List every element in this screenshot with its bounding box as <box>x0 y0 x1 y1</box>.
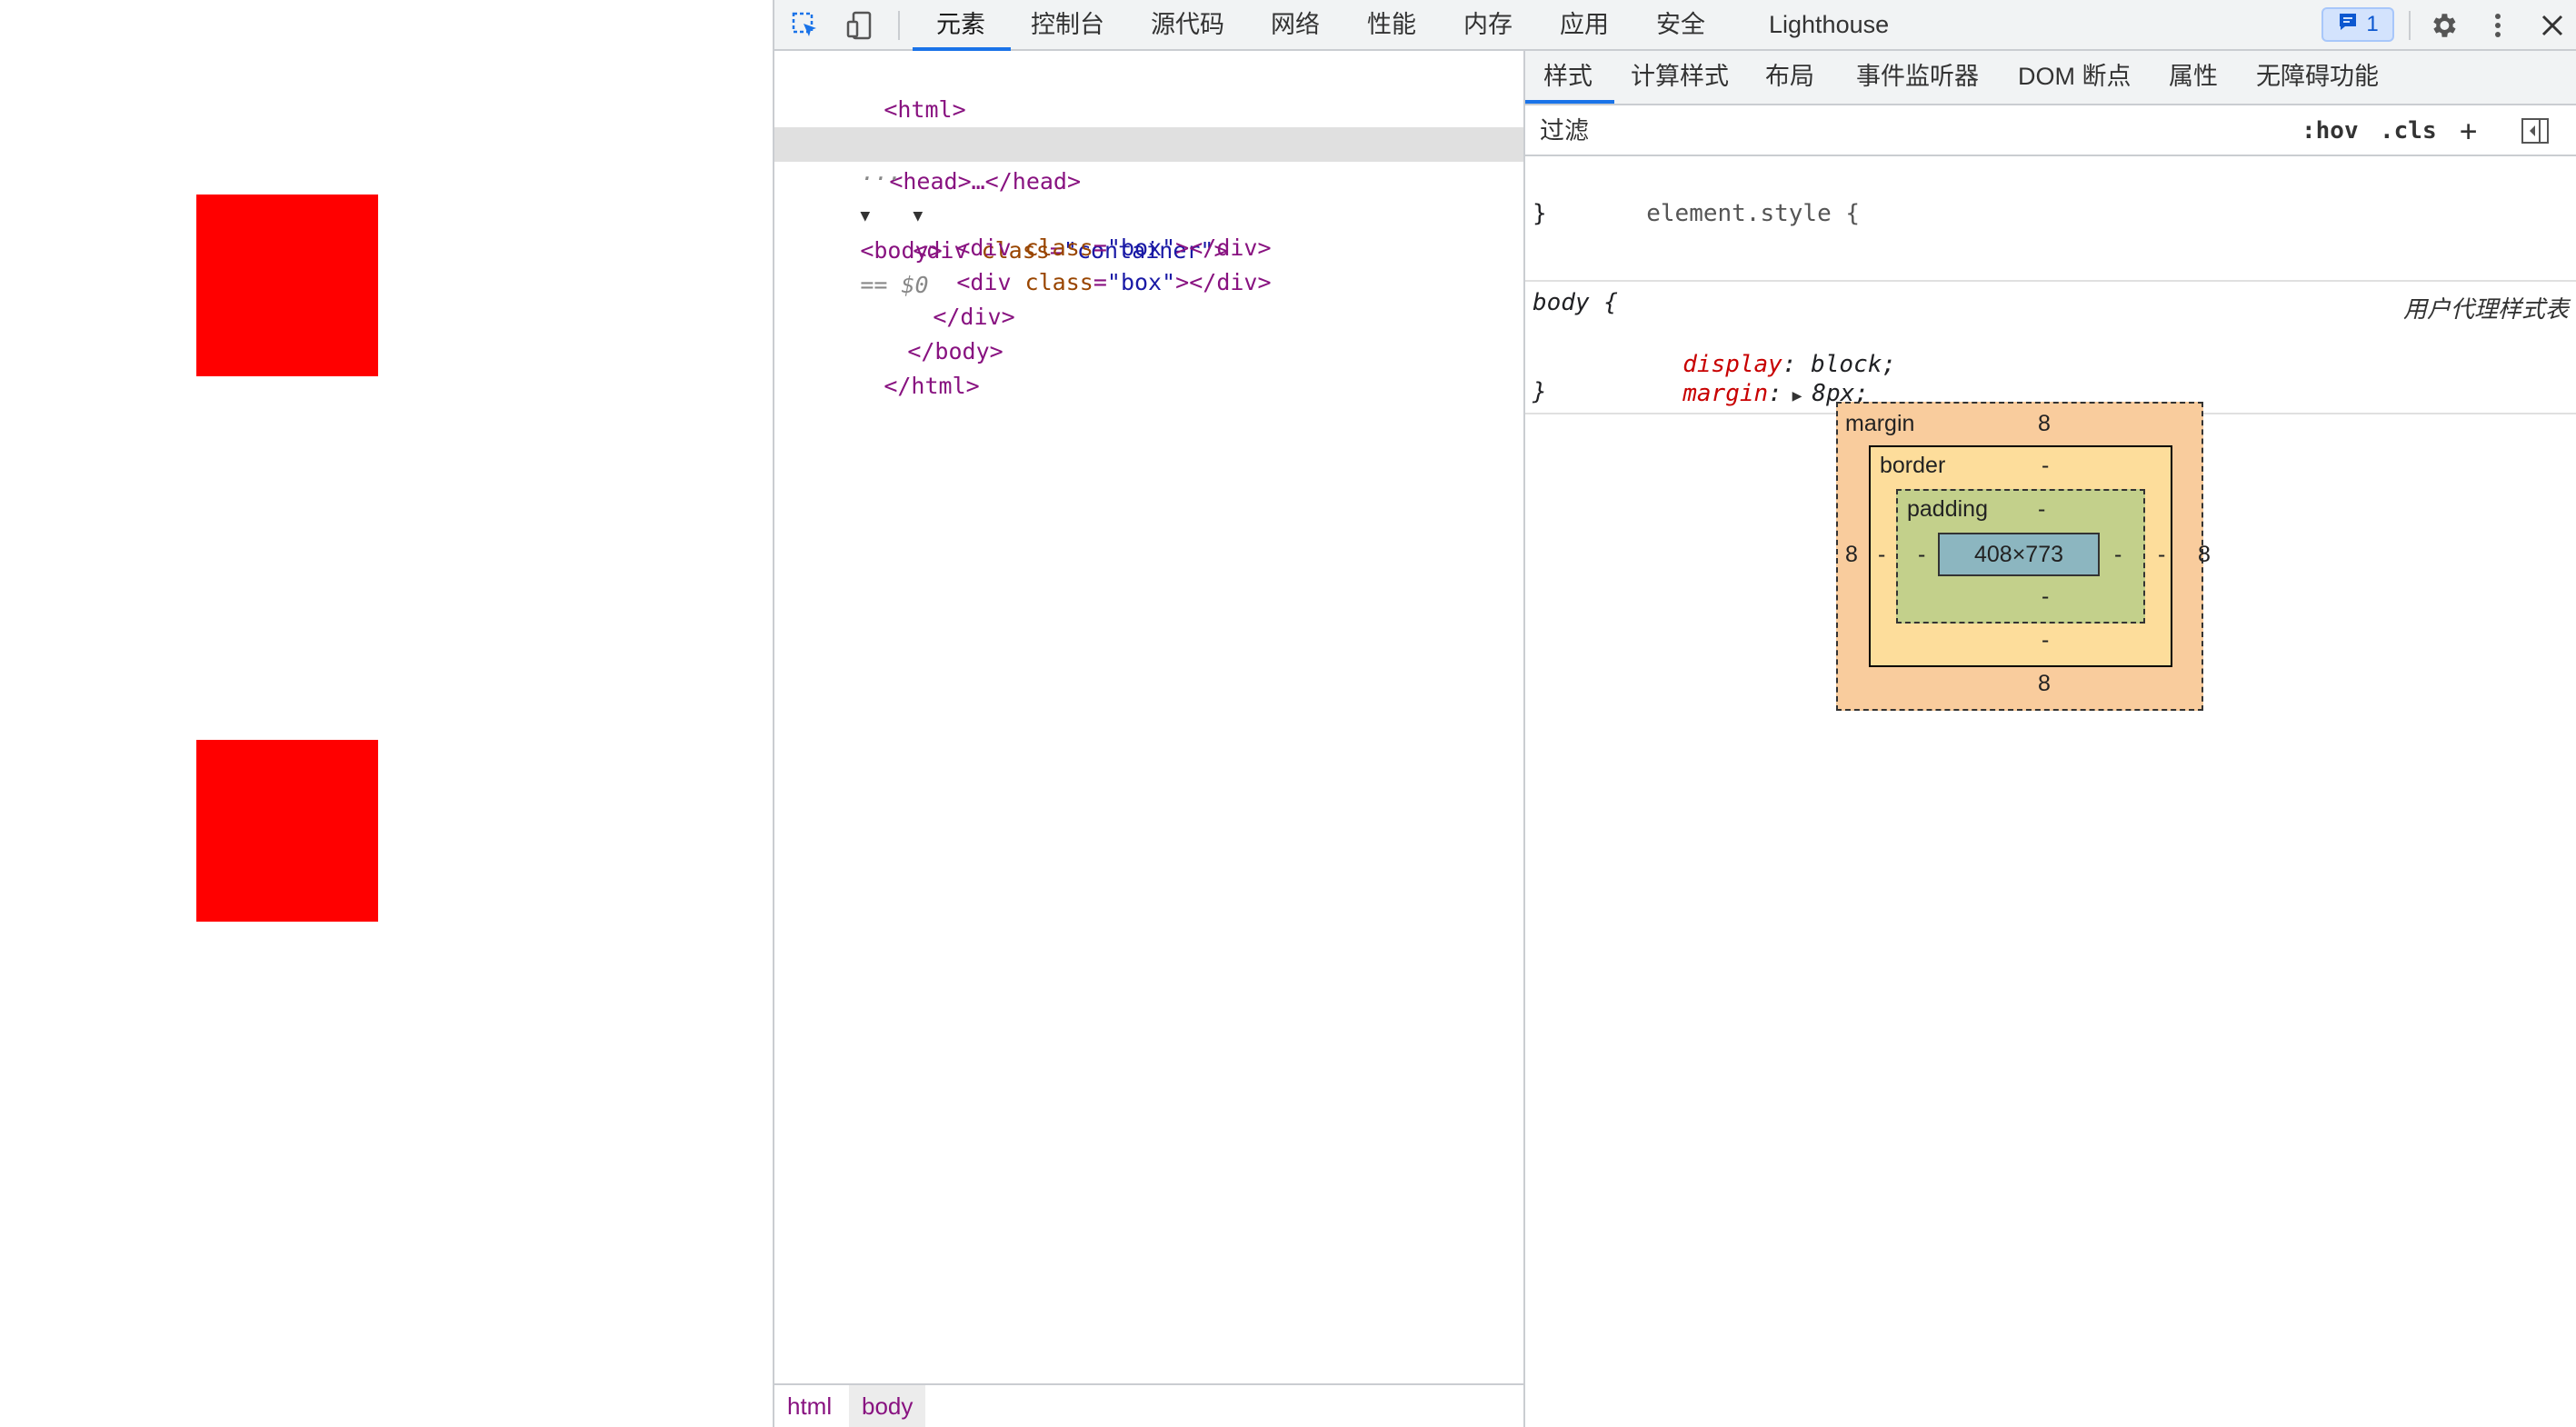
panel-splitter[interactable] <box>1523 51 1525 1427</box>
padding-label: padding <box>1907 496 1988 522</box>
issues-button[interactable]: 1 <box>2321 7 2394 42</box>
subtab-accessibility[interactable]: 无障碍功能 <box>2256 63 2379 90</box>
inspect-icon[interactable] <box>787 7 824 44</box>
rule-element-style: element.style { } <box>1525 158 2576 282</box>
padding-right-value[interactable]: - <box>2114 542 2122 567</box>
dom-node-body-end[interactable]: </body> <box>907 338 1003 364</box>
padding-bottom-value[interactable]: - <box>2042 584 2050 609</box>
body-rule-close: } <box>1533 378 1547 405</box>
dom-node-container[interactable]: ▼ <div class="container"> <box>913 206 1228 264</box>
subtab-dom-breakpoints[interactable]: DOM 断点 <box>2018 63 2132 90</box>
red-box-1 <box>196 195 378 376</box>
margin-right-value[interactable]: 8 <box>2198 542 2211 567</box>
margin-label: margin <box>1845 411 1915 436</box>
subtab-properties[interactable]: 属性 <box>2169 63 2218 90</box>
subtab-styles[interactable]: 样式 <box>1543 63 1593 90</box>
styles-sidebar: 样式 计算样式 布局 事件监听器 DOM 断点 属性 无障碍功能 :hov .c… <box>1525 51 2576 1427</box>
border-top-value[interactable]: - <box>2042 453 2050 478</box>
dom-node-body-selected[interactable]: ··· ▼ <body> == $0 <box>774 127 1523 298</box>
breadcrumb-body[interactable]: body <box>849 1385 926 1427</box>
tab-application[interactable]: 应用 <box>1560 11 1609 38</box>
user-agent-stylesheet-label: 用户代理样式表 <box>2402 295 2569 323</box>
padding-left-value[interactable]: - <box>1918 542 1926 567</box>
devtools-toolbar: 元素 控制台 源代码 网络 性能 内存 应用 安全 Lighthouse 1 <box>774 0 2576 51</box>
expand-triangle-icon[interactable]: ▶ <box>1782 386 1812 405</box>
dom-node-html-end[interactable]: </html> <box>884 373 980 399</box>
close-icon[interactable] <box>2534 7 2571 44</box>
border-left-value[interactable]: - <box>1878 542 1886 567</box>
subtab-event-listeners[interactable]: 事件监听器 <box>1856 63 1979 90</box>
collapse-triangle-icon[interactable]: ▼ <box>913 206 924 225</box>
styles-filter-bar: :hov .cls + <box>1525 105 2576 156</box>
cls-button[interactable]: .cls <box>2380 117 2437 145</box>
devtools-panel: 元素 控制台 源代码 网络 性能 内存 应用 安全 Lighthouse 1 <… <box>773 0 2576 1427</box>
active-subtab-indicator <box>1525 100 1614 104</box>
device-toggle-icon[interactable] <box>842 7 878 44</box>
ellipsis-menu-icon[interactable]: ··· <box>860 165 902 192</box>
property-display[interactable]: display: block; <box>1682 351 1897 378</box>
gear-icon[interactable] <box>2425 7 2461 44</box>
red-box-2 <box>196 740 378 922</box>
tab-elements[interactable]: 元素 <box>936 11 985 38</box>
margin-top-value[interactable]: 8 <box>2038 411 2051 436</box>
margin-left-value[interactable]: 8 <box>1845 542 1858 567</box>
issues-icon <box>2337 11 2359 39</box>
issues-count: 1 <box>2366 12 2379 36</box>
border-right-value[interactable]: - <box>2158 542 2166 567</box>
tab-sources[interactable]: 源代码 <box>1151 11 1224 38</box>
plus-icon[interactable]: + <box>2460 114 2478 148</box>
hov-button[interactable]: :hov <box>2301 117 2359 145</box>
border-bottom-value[interactable]: - <box>2042 627 2050 653</box>
tab-security[interactable]: 安全 <box>1656 11 1705 38</box>
page-viewport <box>0 0 773 1427</box>
rule-body: body { 用户代理样式表 display: block; margin: ▶… <box>1525 284 2576 414</box>
dom-node-head[interactable]: ▶ <head>…</head> <box>807 93 1081 195</box>
styles-subtabs: 样式 计算样式 布局 事件监听器 DOM 断点 属性 无障碍功能 <box>1525 51 2576 105</box>
element-style-selector[interactable]: element.style { <box>1646 200 1861 227</box>
border-label: border <box>1880 453 1946 478</box>
property-margin[interactable]: margin: ▶ 8px; <box>1682 380 1869 407</box>
toggle-sidebar-icon[interactable] <box>2521 118 2549 155</box>
collapse-triangle-icon[interactable]: ▼ <box>860 206 871 225</box>
dom-node-box-2[interactable]: <div class="box"></div> <box>956 269 1272 295</box>
active-tab-indicator <box>913 47 1011 51</box>
tab-performance[interactable]: 性能 <box>1367 11 1416 38</box>
tab-memory[interactable]: 内存 <box>1463 11 1513 38</box>
tab-lighthouse[interactable]: Lighthouse <box>1769 11 1890 38</box>
more-vertical-icon[interactable] <box>2480 7 2516 44</box>
subtab-computed[interactable]: 计算样式 <box>1631 63 1729 90</box>
body-selector[interactable]: body { <box>1533 289 1618 316</box>
breadcrumb: html body <box>774 1383 1523 1427</box>
tab-console[interactable]: 控制台 <box>1031 11 1104 38</box>
dom-node-html[interactable]: <html> <box>884 96 966 123</box>
tab-network[interactable]: 网络 <box>1271 11 1320 38</box>
elements-dom-tree: <html> ▶ <head>…</head> ··· ▼ <body> == … <box>774 51 1523 1427</box>
box-model-content[interactable]: 408×773 <box>1938 533 2100 576</box>
filter-input[interactable] <box>1534 113 2289 149</box>
breadcrumb-html[interactable]: html <box>787 1392 833 1420</box>
subtab-layout[interactable]: 布局 <box>1765 63 1814 90</box>
element-style-close: } <box>1533 200 1547 227</box>
dom-node-container-end[interactable]: </div> <box>933 304 1015 330</box>
margin-bottom-value[interactable]: 8 <box>2038 671 2051 696</box>
padding-top-value[interactable]: - <box>2038 496 2046 522</box>
dom-node-box-1[interactable]: <div class="box"></div> <box>956 235 1272 261</box>
